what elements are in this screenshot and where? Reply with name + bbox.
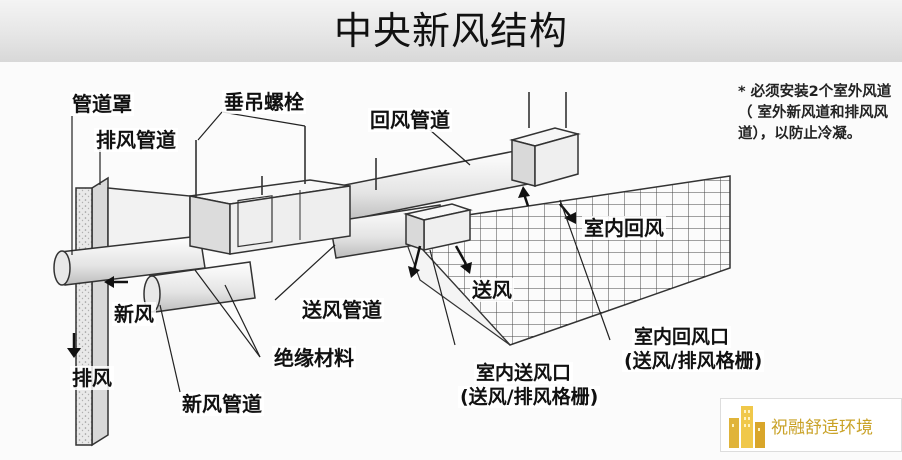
label-exhaust: 排风: [70, 366, 114, 390]
ventilation-unit: [189, 179, 351, 255]
label-supply-duct: 送风管道: [300, 298, 384, 322]
exhaust-duct-pipe: [53, 235, 206, 286]
label-hanger-bolt: 垂吊螺栓: [222, 90, 306, 114]
label-indoor-supply-port-sub: (送风/排风格栅): [458, 386, 601, 408]
supply-air-box: [403, 203, 473, 252]
label-indoor-return-port: 室内回风口: [632, 326, 732, 348]
brand-name: 祝融舒适环境: [771, 418, 873, 438]
label-supply: 送风: [470, 278, 514, 302]
title-bar: 中央新风结构: [0, 0, 902, 63]
leader-lines: [71, 111, 611, 393]
note-text: 必须安装2个室外风道（ 室外新风道和排风风道），以防止冷凝。: [738, 84, 892, 142]
label-insulation: 绝缘材料: [272, 346, 356, 370]
hanger-bolts: [195, 92, 567, 198]
label-indoor-return: 室内回风: [582, 216, 666, 240]
return-air-box: [509, 127, 581, 187]
building-logo-icon: [729, 406, 765, 448]
label-fresh-air-duct: 新风管道: [180, 392, 264, 416]
label-return-duct: 回风管道: [368, 108, 452, 132]
label-indoor-supply-port: 室内送风口: [474, 362, 574, 384]
label-exhaust-duct: 排风管道: [94, 128, 178, 152]
ceiling-grid: [398, 175, 731, 346]
installation-note: * 必须安装2个室外风道（ 室外新风道和排风风道），以防止冷凝。: [738, 82, 898, 145]
label-duct-cover: 管道罩: [70, 92, 134, 116]
page-title: 中央新风结构: [333, 9, 568, 53]
note-bullet: *: [738, 84, 746, 100]
label-indoor-return-port-sub: (送风/排风格栅): [622, 350, 765, 372]
label-fresh-air: 新风: [112, 302, 156, 326]
brand-watermark: 祝融舒适环境: [720, 398, 902, 452]
exterior-wall: [75, 176, 109, 447]
